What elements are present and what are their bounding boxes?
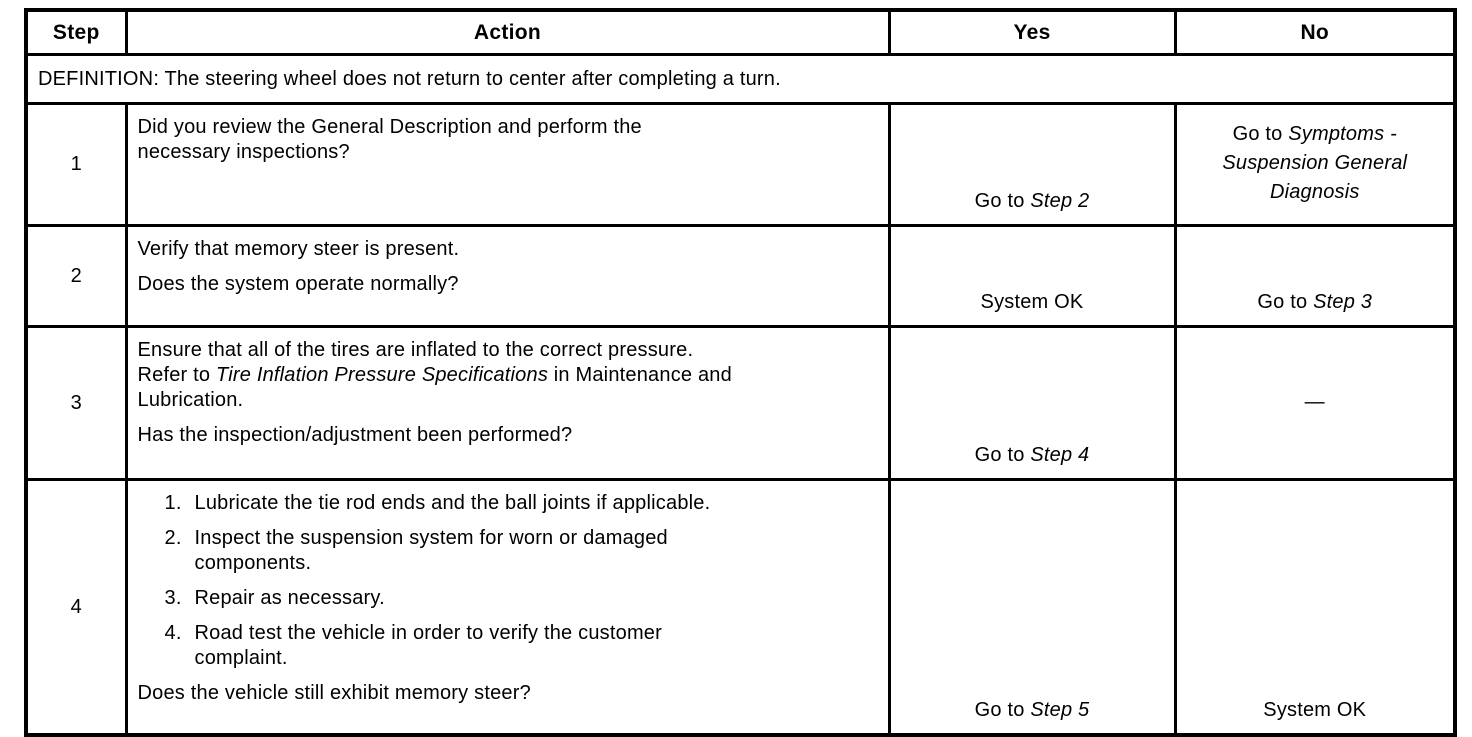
action-cell: Ensure that all of the tires are inflate…	[124, 325, 891, 481]
definition-row: DEFINITION: The steering wheel does not …	[24, 53, 1457, 105]
table-row: 3 Ensure that all of the tires are inflat…	[24, 325, 1457, 481]
text-run: Go to	[974, 699, 1031, 721]
text-run: Does the vehicle still exhibit memory st…	[137, 682, 531, 704]
action-paragraph: Has the inspection/adjustment been perfo…	[138, 423, 876, 448]
text-run: Lubricate the tie rod ends and the ball …	[194, 492, 711, 514]
list-number: 2.	[164, 527, 182, 549]
text-run: necessary inspections?	[137, 141, 350, 163]
action-paragraph: Does the system operate normally?	[138, 272, 876, 297]
yes-cell: Go to Step 5	[887, 478, 1177, 737]
list-text: Repair as necessary.	[195, 586, 876, 611]
yes-cell: Go to Step 4	[887, 325, 1177, 481]
list-text: Road test the vehicle in order to verify…	[195, 621, 876, 671]
text-run: Go to	[1257, 291, 1314, 313]
text-run: Inspect the suspension system for worn o…	[194, 527, 668, 549]
text-run: Repair as necessary.	[194, 587, 385, 609]
text-run: —	[1304, 390, 1325, 413]
text-run: System OK	[1263, 699, 1367, 721]
list-item: 2. Inspect the suspension system for worn…	[165, 526, 876, 576]
text-run: Refer to	[137, 364, 216, 386]
column-header-no: No	[1173, 8, 1457, 56]
text-run: Has the inspection/adjustment been perfo…	[137, 424, 573, 446]
list-item: 1. Lubricate the tie rod ends and the bal…	[165, 491, 876, 516]
step-cell: 1	[24, 102, 128, 227]
text-run: Does the system operate normally?	[137, 273, 459, 295]
text-run: Go to	[1232, 123, 1289, 145]
action-paragraph: Does the vehicle still exhibit memory st…	[138, 681, 876, 706]
list-item: 4. Road test the vehicle in order to veri…	[165, 621, 876, 671]
no-cell: System OK	[1173, 478, 1457, 737]
list-number: 3.	[164, 587, 182, 609]
text-run-italic: Symptoms -	[1288, 123, 1397, 145]
table-row: 1 Did you review the General Description …	[24, 102, 1457, 227]
list-number: 4.	[164, 622, 182, 644]
list-text: Lubricate the tie rod ends and the ball …	[195, 491, 876, 516]
step-cell: 3	[24, 325, 128, 481]
text-run-italic: Tire Inflation Pressure Specifications	[216, 364, 549, 386]
step-cell: 4	[24, 478, 128, 737]
no-cell: —	[1173, 325, 1457, 481]
list-number: 1.	[164, 492, 182, 514]
list-text: Inspect the suspension system for worn o…	[195, 526, 876, 576]
text-run: Did you review the General Description a…	[137, 116, 642, 138]
action-paragraph: Verify that memory steer is present.	[138, 237, 876, 262]
yes-cell: System OK	[887, 224, 1177, 328]
no-cell: Go to Step 3	[1173, 224, 1457, 328]
action-paragraph: Did you review the General Description a…	[138, 115, 876, 165]
text-run-italic: Suspension General	[1222, 152, 1408, 174]
action-cell: 1. Lubricate the tie rod ends and the bal…	[124, 478, 891, 737]
text-run: Ensure that all of the tires are inflate…	[137, 339, 694, 361]
action-paragraph: Ensure that all of the tires are inflate…	[138, 338, 876, 413]
text-run-italic: Step 2	[1030, 190, 1090, 212]
scanned-manual-page: Step Action Yes No DEFINITION: The steer…	[0, 8, 1472, 737]
column-header-yes: Yes	[887, 8, 1177, 56]
list-item: 3. Repair as necessary.	[165, 586, 876, 611]
text-run: Road test the vehicle in order to verify…	[194, 622, 662, 644]
text-run: components.	[194, 552, 312, 574]
text-run: complaint.	[194, 647, 288, 669]
table-row: 2 Verify that memory steer is present. Doe…	[24, 224, 1457, 328]
table-body: DEFINITION: The steering wheel does not …	[24, 53, 1457, 737]
yes-cell: Go to Step 2	[887, 102, 1177, 227]
table-row: 4 1. Lubricate the tie rod ends and the ba…	[24, 478, 1457, 737]
text-run: Go to	[974, 444, 1031, 466]
text-run: Verify that memory steer is present.	[137, 238, 460, 260]
text-run-italic: Step 3	[1313, 291, 1373, 313]
action-cell: Verify that memory steer is present. Does…	[124, 224, 891, 328]
column-header-action: Action	[124, 8, 891, 56]
text-run: System OK	[980, 291, 1084, 313]
text-run-italic: Step 4	[1030, 444, 1090, 466]
text-run: in Maintenance and	[548, 364, 732, 386]
text-run: Go to	[974, 190, 1031, 212]
text-run-italic: Step 5	[1030, 699, 1090, 721]
column-header-step: Step	[24, 8, 128, 56]
action-cell: Did you review the General Description a…	[124, 102, 891, 227]
step-cell: 2	[24, 224, 128, 328]
header-row: Step Action Yes No	[24, 8, 1457, 56]
diagnostic-table: Step Action Yes No DEFINITION: The steer…	[24, 8, 1457, 737]
definition-cell: DEFINITION: The steering wheel does not …	[24, 53, 1457, 105]
text-run-italic: Diagnosis	[1269, 181, 1360, 203]
text-run: Lubrication.	[137, 389, 244, 411]
